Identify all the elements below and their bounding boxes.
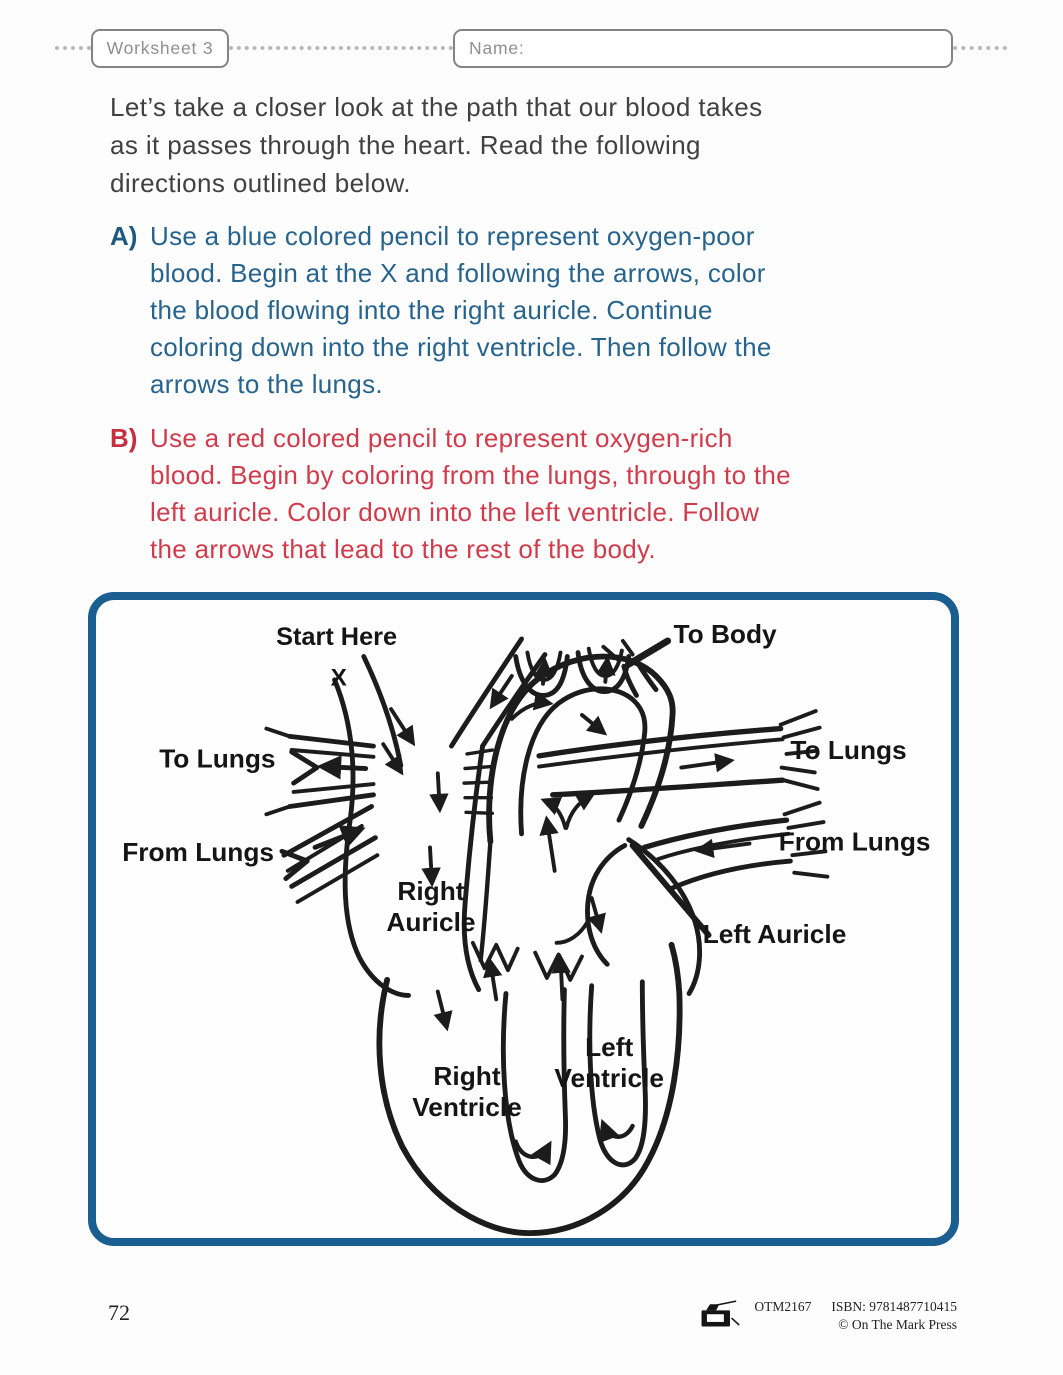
worksheet-number-badge: Worksheet 3 [91,28,229,68]
diagram-frame: Start Here X To Body To Lungs To Lungs F… [88,592,959,1246]
isbn: ISBN: 9781487710415 [831,1299,957,1314]
intro-line: as it passes through the heart. Read the… [110,130,701,160]
label-left-ventricle: Ventricle [554,1063,664,1093]
label-left-auricle: Left Auricle [703,919,847,949]
name-field-label: Name: [469,37,525,58]
label-from-lungs-left: From Lungs [122,837,274,867]
label-to-lungs-left: To Lungs [159,744,275,774]
instruction-b: B) Use a red colored pencil to represent… [110,420,966,568]
pulmonary-artery-right [536,709,822,798]
publisher-name: © On The Mark Press [838,1317,957,1332]
name-field[interactable]: Name: [453,28,953,68]
pulmonary-vein-left [279,804,380,904]
instruction-b-line: blood. Begin by coloring from the lungs,… [150,460,791,490]
printing-press-icon [701,1300,741,1327]
ventricles-outline [376,941,683,1237]
label-from-lungs-right: From Lungs [779,826,931,856]
footer-publisher-block: OTM2167 ISBN: 9781487710415 © On The Mark… [700,1298,957,1334]
instruction-b-line: left auricle. Color down into the left v… [150,497,760,527]
intro-paragraph: Let’s take a closer look at the path tha… [110,88,950,202]
to-body-pointer-line [625,637,672,668]
blood-flow-arrows [381,655,635,1166]
instruction-a-line: arrows to the lungs. [150,369,383,399]
instruction-b-line: Use a red colored pencil to represent ox… [150,423,733,453]
instruction-a: A) Use a blue colored pencil to represen… [110,218,966,403]
label-x-marker: X [331,665,348,692]
instruction-b-label: B) [110,423,138,453]
label-to-body: To Body [674,619,778,649]
dotted-rule [953,46,1007,50]
product-code: OTM2167 [754,1299,812,1314]
label-right-auricle: Auricle [386,907,475,937]
instruction-a-line: Use a blue colored pencil to represent o… [150,221,755,251]
intro-line: Let’s take a closer look at the path tha… [110,92,763,122]
instruction-a-line: blood. Begin at the X and following the … [150,258,766,288]
dotted-rule [55,46,91,50]
left-auricle-pointer-line [629,842,712,938]
page-number: 72 [108,1300,130,1325]
instruction-b-text: Use a red colored pencil to represent ox… [150,420,966,568]
instruction-a-text: Use a blue colored pencil to represent o… [150,218,966,403]
dotted-rule [229,46,453,50]
pulmonary-vein-right [641,800,830,891]
publisher-info: OTM2167 ISBN: 9781487710415 © On The Mark… [754,1298,957,1334]
label-right-ventricle: Ventricle [412,1092,522,1122]
heart-diagram: Start Here X To Body To Lungs To Lungs F… [122,619,931,1237]
label-start-here: Start Here [276,623,397,651]
aorta-vessel [478,638,676,963]
instruction-b-line: the arrows that lead to the rest of the … [150,534,656,564]
intro-line: directions outlined below. [110,168,411,198]
label-to-lungs-right: To Lungs [790,735,906,765]
worksheet-number-label: Worksheet 3 [106,37,214,58]
label-left-ventricle: Left [585,1032,633,1062]
label-right-ventricle: Right [433,1061,500,1091]
vena-cava-vessels [332,636,548,998]
instruction-a-label: A) [110,221,138,251]
page-header: Worksheet 3 Name: [55,28,1007,68]
pulmonary-artery-left [264,726,376,817]
instruction-a-line: the blood flowing into the right auricle… [150,295,713,325]
label-right-auricle: Right [397,876,464,906]
instruction-a-line: coloring down into the right ventricle. … [150,332,772,362]
